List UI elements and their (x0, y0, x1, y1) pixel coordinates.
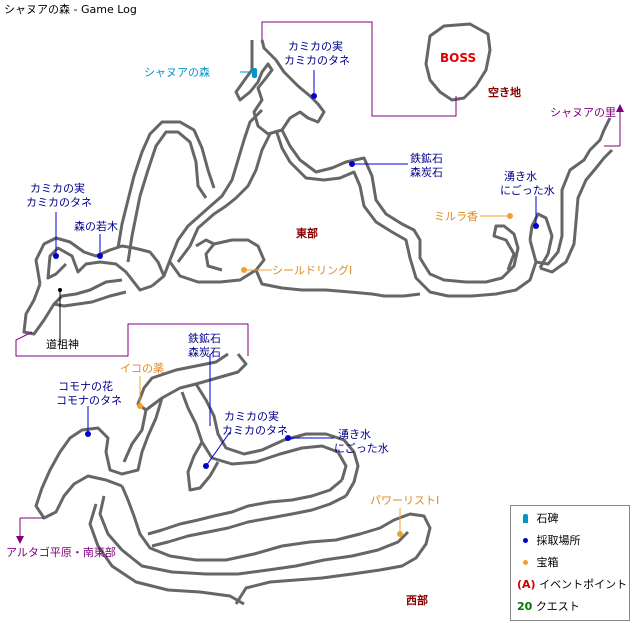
legend-gather: 採取場所 (517, 534, 581, 548)
callout-lines (55, 70, 537, 534)
gather-point[interactable] (311, 93, 317, 99)
label-stone-monument: シャヌアの森 (144, 66, 210, 79)
chest-point[interactable] (507, 213, 513, 219)
quest-symbol: 20 (517, 600, 533, 613)
legend-event: (A) イベントポイント (517, 578, 628, 591)
label-spring-2: にごった水 (500, 184, 555, 197)
exit-arrow-up (616, 104, 624, 112)
legend-quest: 20 クエスト (517, 600, 580, 613)
gather-point[interactable] (97, 253, 103, 259)
stone-monument-marker[interactable] (252, 68, 257, 78)
dosojin-marker[interactable] (58, 288, 62, 292)
east-path (22, 39, 614, 336)
gather-point[interactable] (85, 431, 91, 437)
label-kamika-west-2: カミカのタネ (222, 424, 288, 437)
label-kamika-left-2: カミカのタネ (26, 196, 92, 209)
gather-points (53, 93, 539, 469)
label-iron-1: 鉄鉱石 (410, 152, 443, 165)
region-clearing: 空き地 (488, 86, 521, 99)
chest-point[interactable] (241, 267, 247, 273)
exit-arrow-down (16, 536, 24, 544)
label-mirura: ミルラ香 (434, 210, 478, 223)
label-spring-1: 湧き水 (504, 170, 537, 183)
map-title: シャヌアの森 - Game Log (4, 3, 137, 16)
label-iron-west-2: 森炭石 (188, 346, 221, 359)
chest-dot-icon (522, 560, 528, 565)
label-kamika-left-1: カミカの実 (30, 182, 85, 195)
chest-point[interactable] (397, 531, 403, 537)
label-spring-west-1: 湧き水 (338, 428, 371, 441)
label-iron-west-1: 鉄鉱石 (188, 332, 221, 345)
gather-dot-icon (522, 538, 528, 543)
label-kamika-top-1: カミカの実 (288, 40, 343, 53)
legend-box: 石碑 採取場所 宝箱 (A) イベントポイント 20 クエスト (510, 505, 630, 621)
gather-point[interactable] (203, 463, 209, 469)
chest-point[interactable] (137, 403, 143, 409)
chest-points (137, 213, 513, 537)
gather-point[interactable] (349, 161, 355, 167)
label-arutago: アルタゴ平原・南東部 (6, 546, 116, 559)
boss-area (424, 22, 492, 102)
label-komona-2: コモナのタネ (56, 394, 122, 407)
event-symbol: (A) (517, 578, 536, 591)
label-dosojin: 道祖神 (46, 338, 79, 351)
label-sapling: 森の若木 (74, 220, 118, 233)
label-village: シャヌアの里 (550, 106, 616, 119)
connection-lines (15, 21, 621, 540)
west-path (34, 352, 432, 606)
stone-icon (522, 514, 528, 523)
label-komona-1: コモナの花 (58, 380, 113, 393)
label-kamika-west-1: カミカの実 (224, 410, 279, 423)
gather-point[interactable] (533, 223, 539, 229)
label-iron-2: 森炭石 (410, 166, 443, 179)
legend-chest: 宝箱 (517, 556, 559, 570)
region-east: 東部 (296, 227, 318, 240)
gather-point[interactable] (285, 435, 291, 441)
label-kamika-top-2: カミカのタネ (284, 54, 350, 67)
gather-point[interactable] (53, 253, 59, 259)
boss-label: BOSS (440, 51, 477, 65)
label-spring-west-2: にごった水 (334, 442, 389, 455)
legend-stone: 石碑 (517, 512, 559, 526)
region-west: 西部 (406, 594, 428, 607)
label-shield-ring: シールドリングⅠ (272, 264, 353, 277)
label-power-wrist: パワーリストⅠ (370, 494, 440, 507)
label-iko: イコの薬 (120, 362, 164, 375)
